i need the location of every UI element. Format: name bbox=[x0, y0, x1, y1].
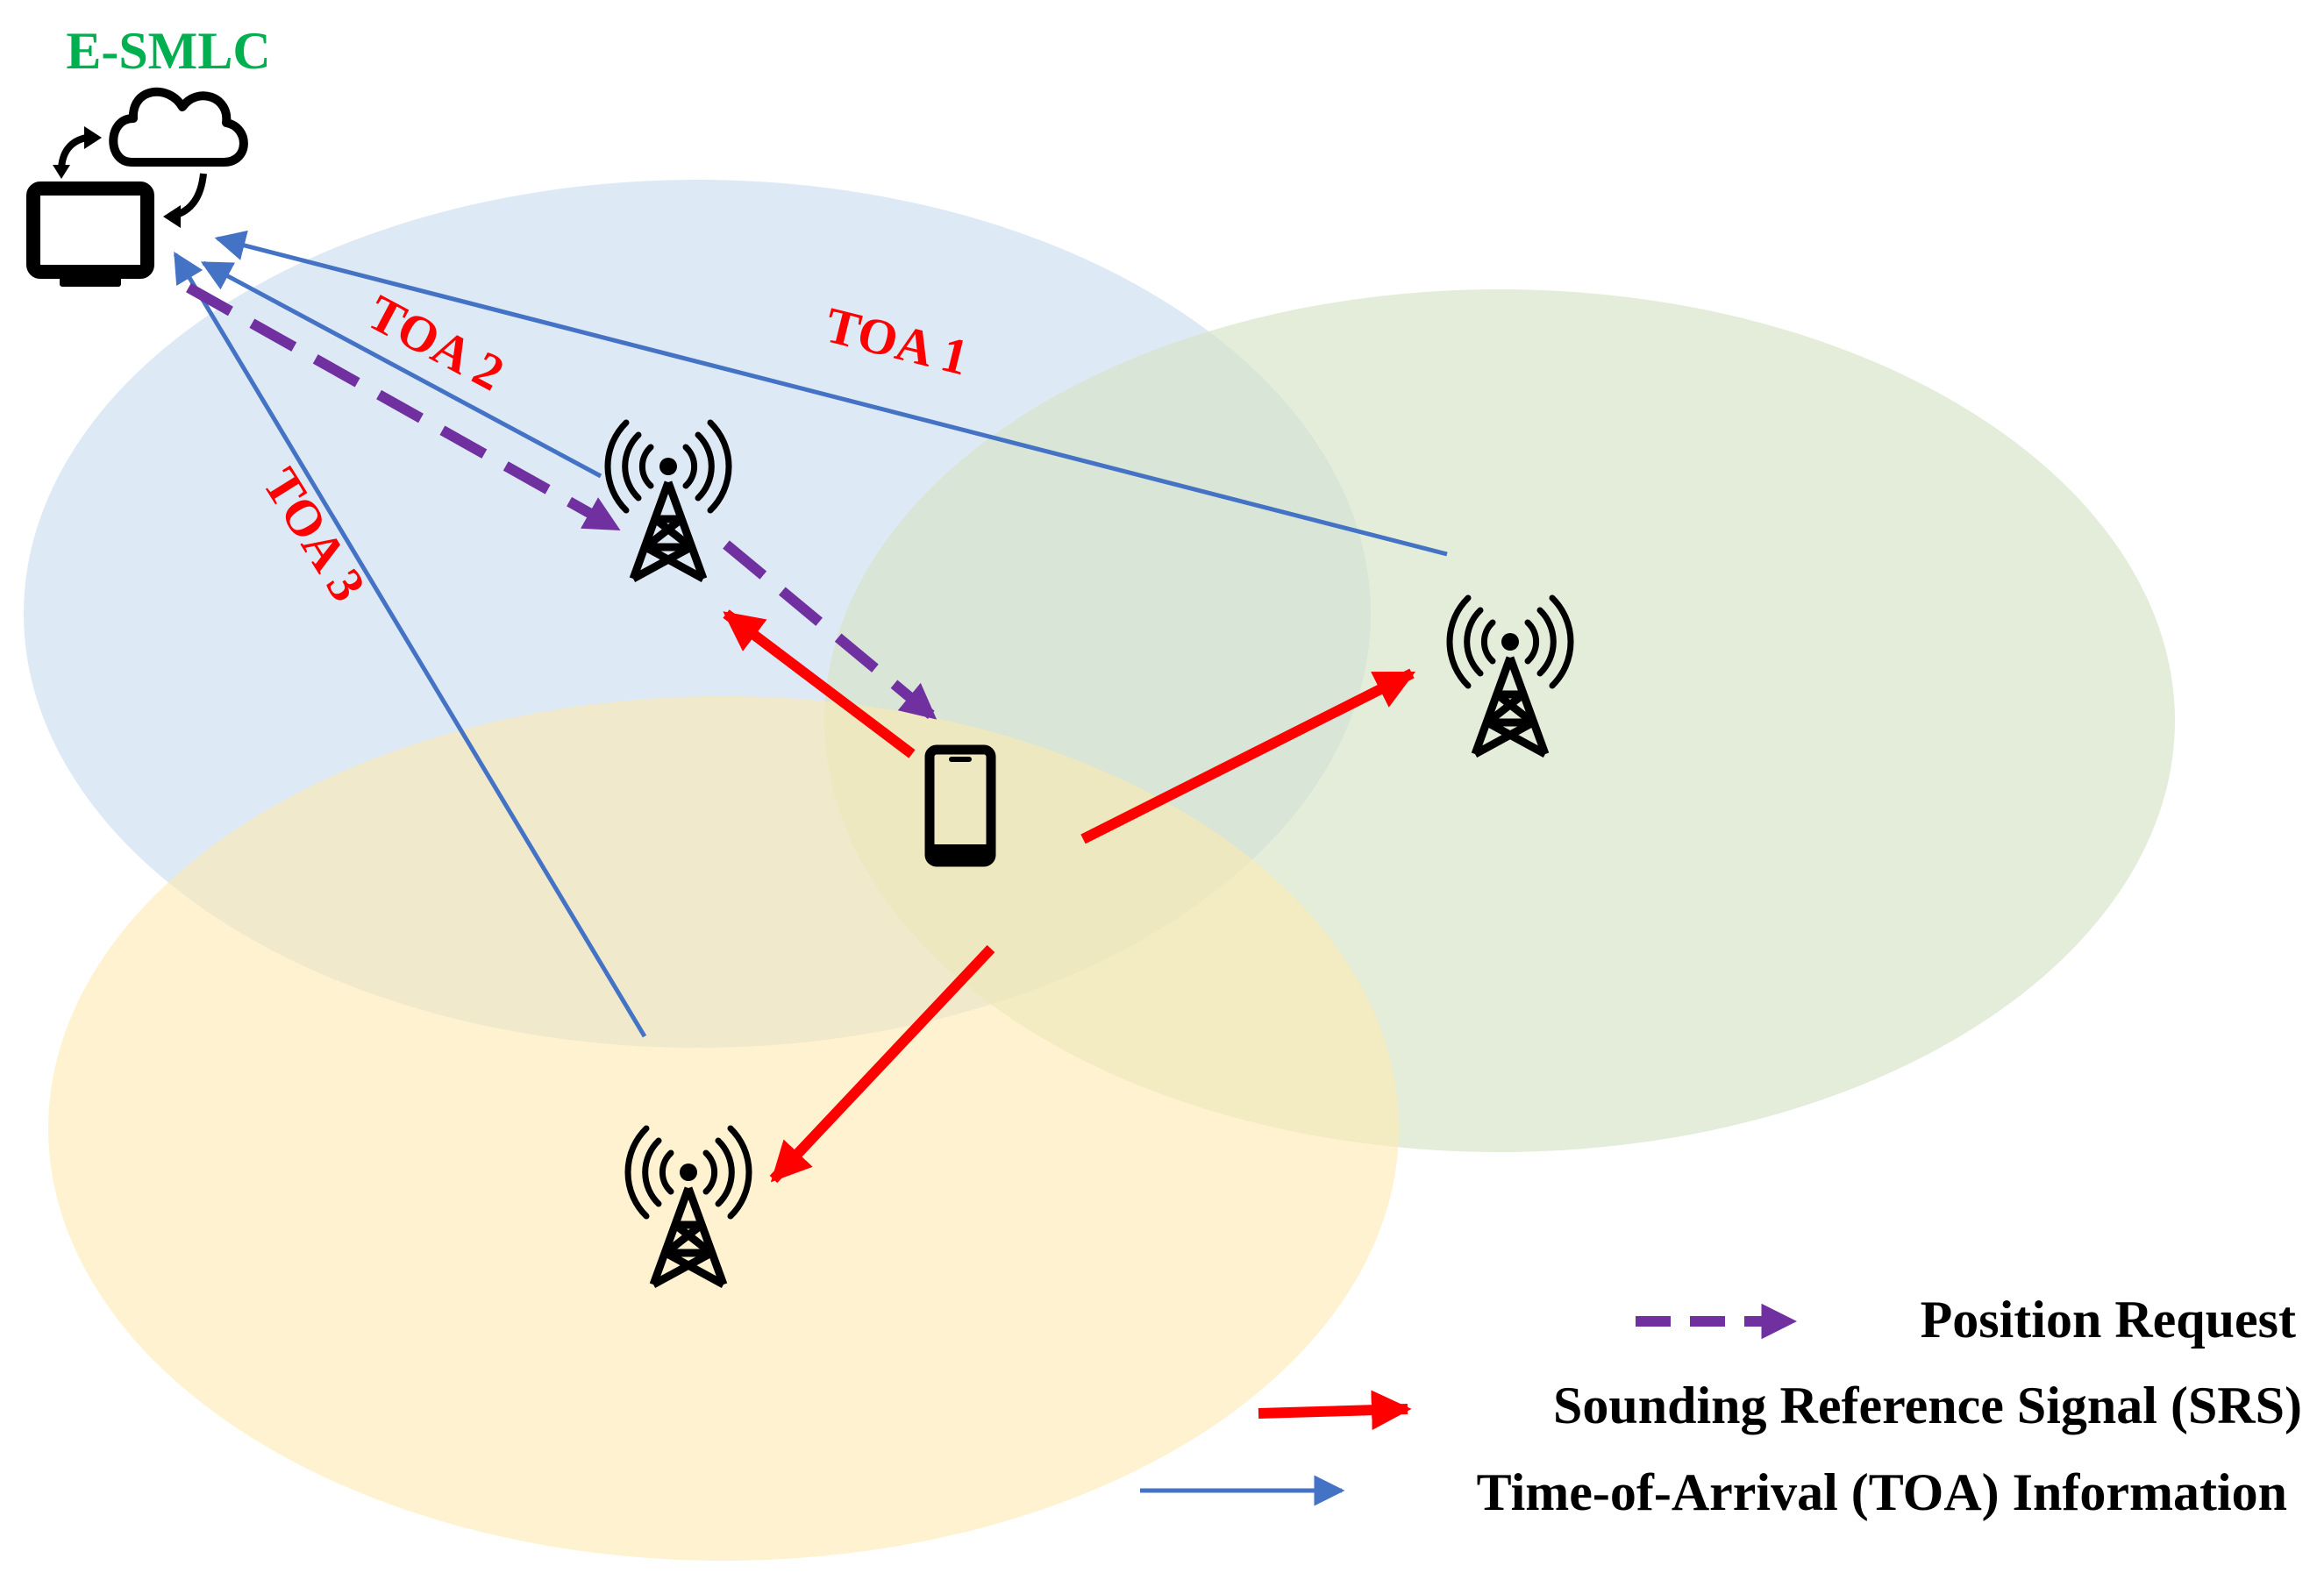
position-request-line-1 bbox=[186, 282, 621, 534]
toa-3-line bbox=[173, 251, 647, 1038]
legend-item-toa: Time-of-Arrival (TOA) Information bbox=[1140, 1463, 2287, 1521]
srs-arrow-to-tower-3 bbox=[769, 944, 995, 1184]
e-smlc-server-icon bbox=[26, 87, 248, 287]
computer-icon bbox=[26, 181, 154, 287]
toa-2-line bbox=[200, 260, 602, 479]
srs-arrow-to-tower-1 bbox=[723, 609, 916, 758]
cycle-arrows-icon bbox=[53, 126, 207, 228]
position-request-line-2 bbox=[723, 540, 937, 722]
smartphone-icon bbox=[924, 744, 996, 867]
legend-red-arrow bbox=[1258, 1390, 1412, 1430]
legend-label-position-request: Position Request bbox=[1921, 1291, 2296, 1349]
title-label: E-SMLC bbox=[66, 22, 270, 80]
toa-1-line bbox=[214, 230, 1448, 557]
coverage-cell-yellow bbox=[48, 696, 1399, 1561]
srs-arrow-to-tower-2 bbox=[1080, 668, 1416, 844]
legend-label-toa: Time-of-Arrival (TOA) Information bbox=[1477, 1463, 2287, 1521]
legend-item-srs: Sounding Reference Signal (SRS) bbox=[1258, 1377, 2302, 1434]
legend-item-position-request: Position Request bbox=[1636, 1291, 2296, 1349]
cloud-icon bbox=[109, 87, 248, 167]
legend-label-srs: Sounding Reference Signal (SRS) bbox=[1553, 1377, 2302, 1434]
legend: Position Request Sounding Reference Sign… bbox=[1140, 1291, 2302, 1521]
